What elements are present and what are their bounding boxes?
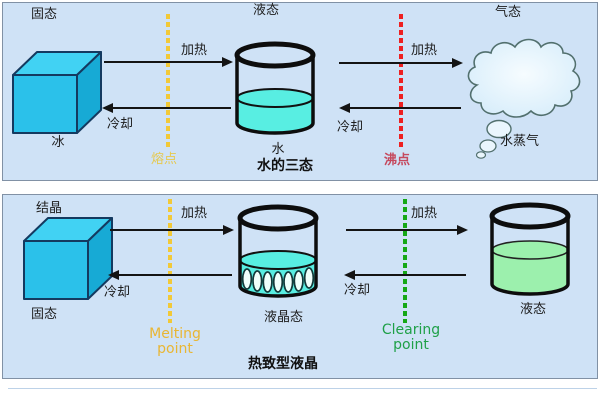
water-label: 水 [271,142,285,157]
melting-point-label: Melting point [149,326,201,358]
clearing-point-label: Clearing point [381,322,441,354]
cool-label: 冷却 [344,283,371,298]
lc-state-label: 液晶态 [263,310,303,325]
melting-point-label: 熔点 [150,152,177,167]
heat-arrow [104,57,233,67]
heat-label: 加热 [181,43,208,58]
panel-thermotropic-lc: 结晶 固态 Melting point 加热 冷却 [2,194,598,379]
solid-state-label: 固态 [31,307,58,322]
heat-label: 加热 [181,206,208,221]
cool-arrow [339,103,461,113]
heat-arrow [346,225,468,235]
melting-point-line [166,14,170,147]
liquid-beaker [489,202,571,296]
panel-water-states: 固态 液态 气态 冰 熔点 加热 冷却 水 水的三态 [2,2,598,181]
vapor-label: 水蒸气 [500,134,540,149]
page-divider-line [8,388,597,389]
ice-label: 冰 [51,135,65,150]
liquid-state-label: 液态 [252,3,279,18]
heat-label: 加热 [411,206,438,221]
gas-state-label: 气态 [495,5,522,20]
boiling-point-line [399,14,403,148]
liquid-state-label: 液态 [519,302,546,317]
cool-arrow [344,270,466,280]
cool-arrow [102,103,231,113]
solid-state-label: 固态 [31,7,58,22]
heat-arrow [110,225,234,235]
heat-arrow [339,58,463,68]
heat-label: 加热 [411,43,438,58]
cool-arrow [108,270,232,280]
vapor-cloud [467,38,581,159]
cool-label: 冷却 [104,285,131,300]
cool-label: 冷却 [107,117,134,132]
bottom-caption: 热致型液晶 [248,356,318,372]
boiling-point-label: 沸点 [383,153,410,168]
cool-label: 冷却 [337,120,364,135]
ice-cube [12,51,102,134]
melting-point-line [168,199,172,323]
water-beaker [234,41,316,135]
clearing-point-line [403,199,407,323]
crystal-cube [23,217,113,300]
crystal-label: 结晶 [36,201,63,216]
liquid-crystal-beaker [237,204,319,298]
top-caption: 水的三态 [257,158,313,174]
